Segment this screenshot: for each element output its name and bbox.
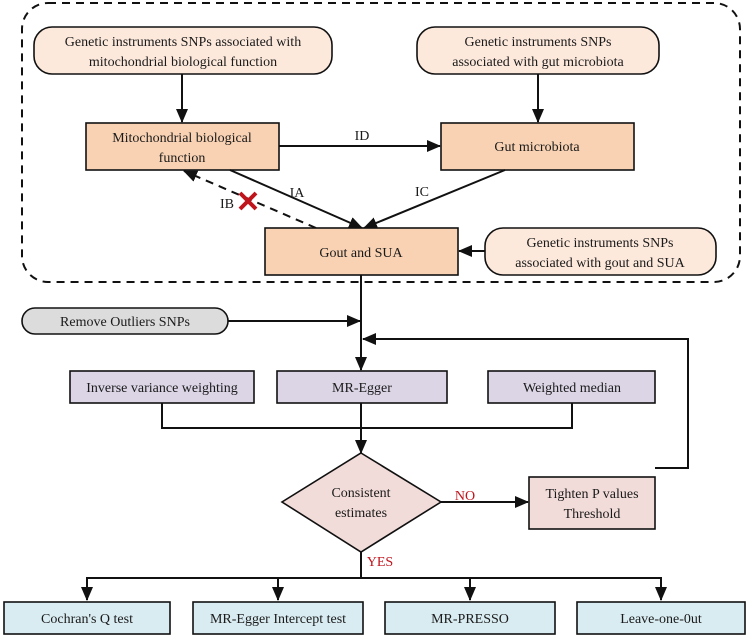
methods-merge-line [161, 403, 573, 429]
sensitivity-egger-intercept-box: MR-Egger Intercept test [192, 601, 364, 635]
sensitivity-cochran-box: Cochran's Q test [3, 601, 171, 635]
gut-microbiota-label: Gut microbiota [494, 140, 580, 155]
edge-ic-label: IC [415, 185, 429, 200]
remove-outliers-label: Remove Outliers SNPs [60, 315, 190, 330]
tighten-line1: Tighten P values [545, 487, 638, 502]
instrument-mito-line2: mitochondrial biological function [89, 55, 277, 70]
instrument-gout-box: Genetic instruments SNPs associated with… [484, 227, 717, 276]
method-ivw-label: Inverse variance weighting [86, 381, 238, 396]
gout-sua-box: Gout and SUA [264, 227, 459, 276]
mito-function-line1: Mitochondrial biological [112, 131, 252, 146]
sensitivity-egger-intercept-label: MR-Egger Intercept test [210, 612, 346, 627]
sensitivity-leave-one-out-label: Leave-one-0ut [620, 612, 702, 627]
cross-icon [238, 191, 258, 211]
sensitivity-cochran-label: Cochran's Q test [41, 612, 133, 627]
hypothesis-region [21, 2, 741, 283]
edge-ib-label: IB [220, 197, 234, 212]
decision-line2: estimates [335, 506, 387, 521]
method-weighted-median-label: Weighted median [523, 381, 621, 396]
arrow-feedback-loop [362, 333, 689, 469]
tighten-threshold-box: Tighten P values Threshold [528, 476, 656, 530]
sensitivity-mr-presso-label: MR-PRESSO [431, 612, 509, 627]
instrument-gut-line2: associated with gut microbiota [452, 55, 624, 70]
remove-outliers-box: Remove Outliers SNPs [21, 307, 229, 335]
tighten-line2: Threshold [564, 507, 621, 522]
branch-no-label: NO [455, 489, 475, 504]
edge-id-label: ID [355, 129, 370, 144]
gout-sua-label: Gout and SUA [319, 246, 403, 261]
instrument-gut-box: Genetic instruments SNPs associated with… [416, 26, 660, 75]
method-weighted-median-box: Weighted median [487, 370, 656, 404]
method-mr-egger-box: MR-Egger [276, 370, 448, 404]
mito-function-line2: function [159, 151, 206, 166]
instrument-gut-line1: Genetic instruments SNPs [465, 35, 612, 50]
method-mr-egger-label: MR-Egger [332, 381, 392, 396]
instrument-gout-line1: Genetic instruments SNPs [527, 236, 674, 251]
branch-yes-label: YES [367, 555, 393, 570]
method-ivw-box: Inverse variance weighting [69, 370, 255, 404]
edge-ic [363, 169, 506, 229]
sensitivity-leave-one-out-box: Leave-one-0ut [576, 601, 746, 635]
edge-ia [229, 169, 363, 229]
decision-line1: Consistent [331, 486, 390, 501]
consistency-decision: Consistent estimates [280, 452, 443, 553]
gut-microbiota-box: Gut microbiota [440, 122, 635, 171]
instrument-gout-line2: associated with gout and SUA [515, 256, 685, 271]
sensitivity-mr-presso-box: MR-PRESSO [384, 601, 556, 635]
edge-ia-label: IA [290, 186, 306, 201]
instrument-mito-line1: Genetic instruments SNPs associated with [65, 35, 301, 50]
mito-function-box: Mitochondrial biological function [85, 122, 280, 171]
instrument-mito-box: Genetic instruments SNPs associated with… [33, 26, 333, 75]
